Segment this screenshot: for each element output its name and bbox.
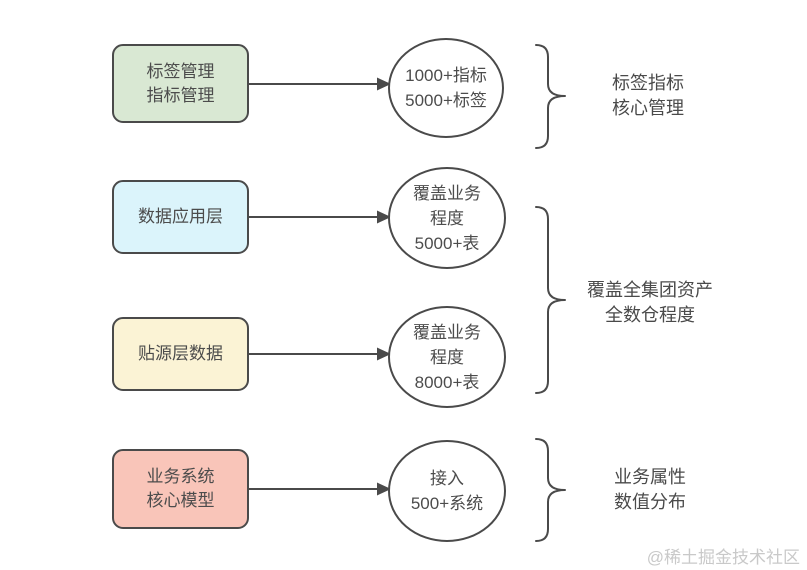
arrow-row4-head — [377, 482, 391, 496]
brace-middle — [535, 206, 566, 394]
brace-bottom — [535, 438, 566, 542]
watermark: @稀土掘金技术社区 — [646, 548, 800, 567]
box-tag-metric-management — [112, 44, 249, 123]
ellipse-coverage-5000-tables — [388, 167, 506, 269]
arrow-row2-head — [377, 210, 391, 224]
arrow-row3-head — [377, 347, 391, 361]
ellipse-metrics-tags — [388, 38, 504, 138]
box-source-layer-data — [112, 317, 249, 391]
box-data-application-layer — [112, 180, 249, 254]
arrow-row1-head — [377, 77, 391, 91]
ellipse-access-500-systems — [388, 440, 506, 542]
ellipse-coverage-8000-tables — [388, 306, 506, 408]
brace-top — [535, 44, 566, 149]
box-business-system-core-model — [112, 449, 249, 529]
